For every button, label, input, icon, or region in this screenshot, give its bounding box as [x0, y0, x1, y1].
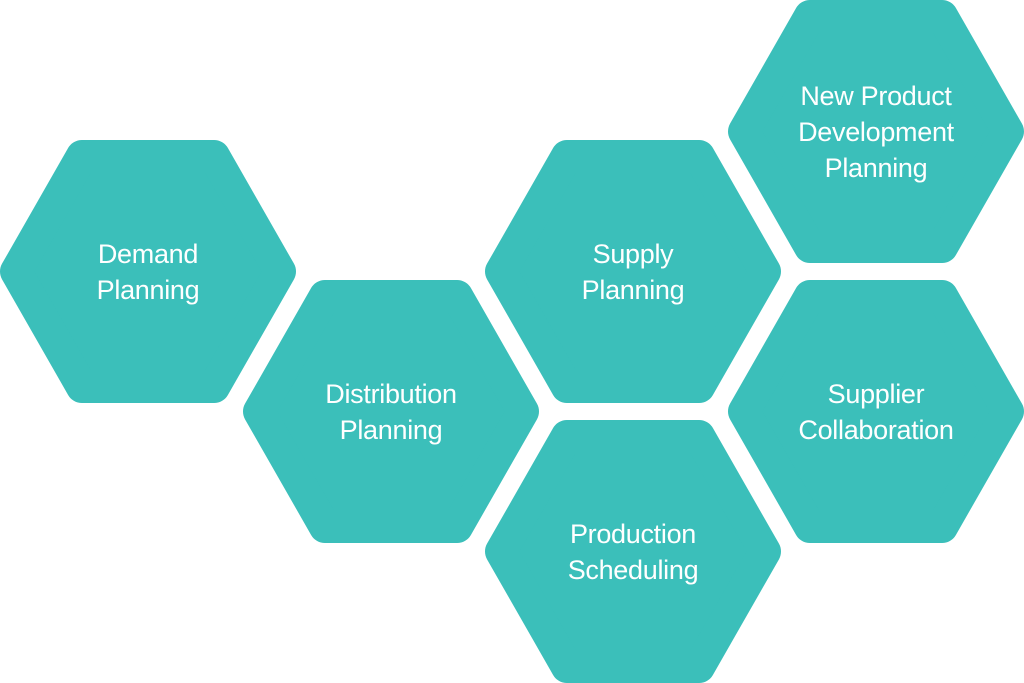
label-line: Production — [569, 518, 697, 549]
label-line: Demand — [97, 238, 199, 269]
hexagon-shape — [485, 420, 781, 683]
label-line: Supply — [592, 238, 674, 269]
hexagon-shape — [728, 280, 1024, 543]
label-line: Planning — [581, 274, 685, 305]
label-line: Planning — [96, 274, 200, 305]
label-line: Distribution — [325, 378, 457, 409]
label-line: New Product — [800, 80, 952, 111]
label-line: Planning — [339, 414, 443, 445]
hexagon-shape — [243, 280, 539, 543]
label-line: Development — [798, 116, 954, 147]
hexagon-shape — [728, 0, 1024, 263]
label-line: Scheduling — [567, 554, 699, 585]
label-line: Supplier — [827, 378, 925, 409]
hexagon-shape — [0, 140, 296, 403]
hexagon-shape — [485, 140, 781, 403]
label-line: Planning — [824, 152, 928, 183]
label-line: Collaboration — [798, 414, 954, 445]
